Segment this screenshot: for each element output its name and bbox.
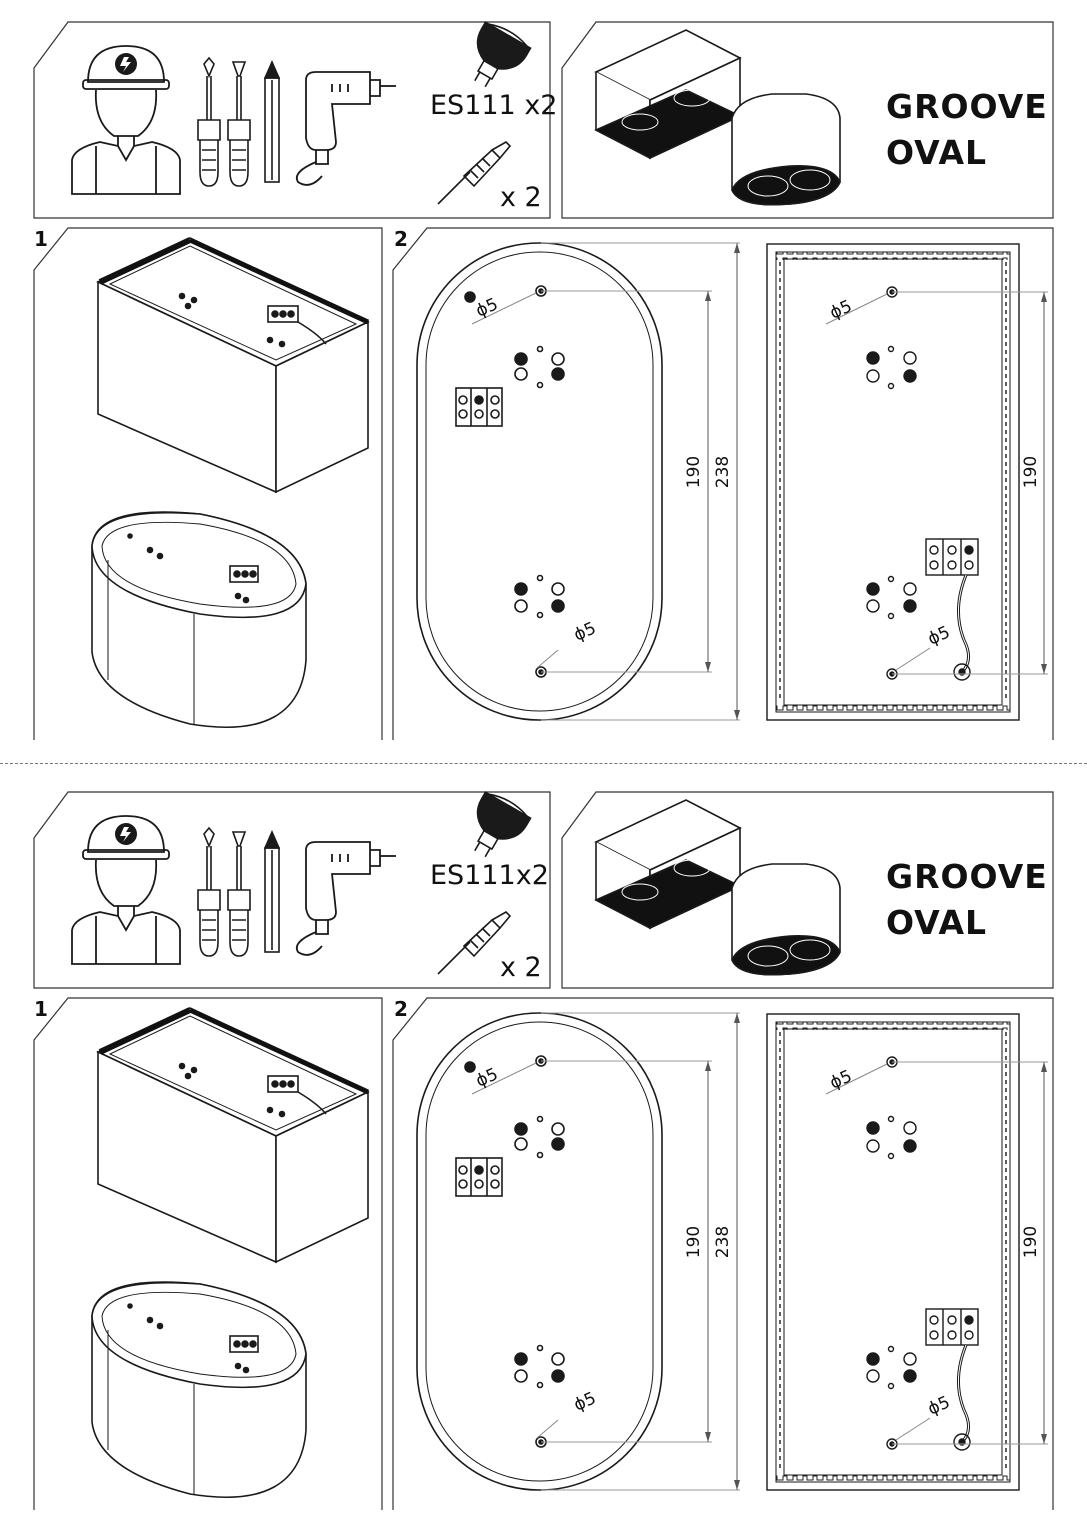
product-name-line1: GROOVE: [886, 857, 1048, 896]
sheet-drawing: [33, 21, 1054, 740]
rect-dimension-lines: [892, 291, 1048, 675]
sheet-drawing: [33, 791, 1054, 1510]
rect-base-plate: [766, 243, 1020, 721]
electrician-icon: [71, 45, 181, 195]
oval-dimension-lines: [541, 242, 740, 721]
oval-inner-dimension: 190: [684, 455, 705, 489]
bulb-es111-icon: [474, 21, 532, 88]
step2-panel: [392, 997, 1054, 1510]
wall-plug-icon: [437, 141, 512, 205]
oval-outer-dimension: 238: [713, 1225, 734, 1259]
pencil-icon: [263, 830, 281, 953]
rect-inner-dimension: 190: [1021, 455, 1042, 489]
drill-icon: [295, 841, 396, 956]
instruction-sheet: ES111 x2 x 2 GROOVE OVAL 1 2 ϕ5 ϕ5 190 2…: [0, 0, 1087, 740]
terminal-block-icon: [455, 387, 503, 427]
step1-panel: [33, 997, 383, 1510]
product-panel: [561, 791, 1054, 989]
pencil-icon: [263, 60, 281, 183]
instruction-sheet: ES111x2 x 2 GROOVE OVAL 1 2 ϕ5 ϕ5 190 23…: [0, 770, 1087, 1510]
rect-dimension-lines: [892, 1061, 1048, 1445]
oval-inner-dimension: 190: [684, 1225, 705, 1259]
terminal-block-icon: [925, 538, 979, 576]
rect-housing-drawing: [96, 1007, 370, 1264]
bulb-es111-icon: [474, 791, 532, 858]
wall-plug-icon: [437, 911, 512, 975]
oval-outer-dimension: 238: [713, 455, 734, 489]
oval-base-plate: [416, 242, 663, 721]
oval-fixture-icon: [731, 863, 841, 976]
rect-housing-drawing: [96, 237, 370, 494]
product-name-line2: OVAL: [886, 133, 988, 172]
terminal-block-icon: [925, 1308, 979, 1346]
screwdriver-flat-icon: [227, 831, 251, 957]
step2-panel: [392, 227, 1054, 740]
tools-panel: [33, 21, 551, 219]
step2-number: 2: [394, 227, 408, 251]
screwdriver-phillips-icon: [197, 826, 221, 957]
oval-housing-drawing: [91, 511, 307, 728]
screwdriver-flat-icon: [227, 61, 251, 187]
product-panel: [561, 21, 1054, 219]
drill-icon: [295, 71, 396, 186]
tools-panel: [33, 791, 551, 989]
rect-fixture-icon: [594, 799, 742, 930]
wall-plug-quantity-label: x 2: [500, 182, 542, 213]
wall-plug-quantity-label: x 2: [500, 952, 542, 983]
rect-fixture-icon: [594, 29, 742, 160]
step1-panel: [33, 227, 383, 740]
step1-number: 1: [34, 997, 48, 1021]
electrician-icon: [71, 815, 181, 965]
oval-housing-drawing: [91, 1281, 307, 1498]
oval-base-plate: [416, 1012, 663, 1491]
screwdriver-phillips-icon: [197, 56, 221, 187]
oval-dimension-lines: [541, 1012, 740, 1491]
step1-number: 1: [34, 227, 48, 251]
terminal-block-icon: [455, 1157, 503, 1197]
bulb-quantity-label: ES111 x2: [430, 90, 558, 121]
product-name-line1: GROOVE: [886, 87, 1048, 126]
oval-fixture-icon: [731, 93, 841, 206]
cut-line: [0, 763, 1087, 764]
product-name-line2: OVAL: [886, 903, 988, 942]
step2-number: 2: [394, 997, 408, 1021]
rect-inner-dimension: 190: [1021, 1225, 1042, 1259]
bulb-quantity-label: ES111x2: [430, 860, 549, 891]
rect-base-plate: [766, 1013, 1020, 1491]
